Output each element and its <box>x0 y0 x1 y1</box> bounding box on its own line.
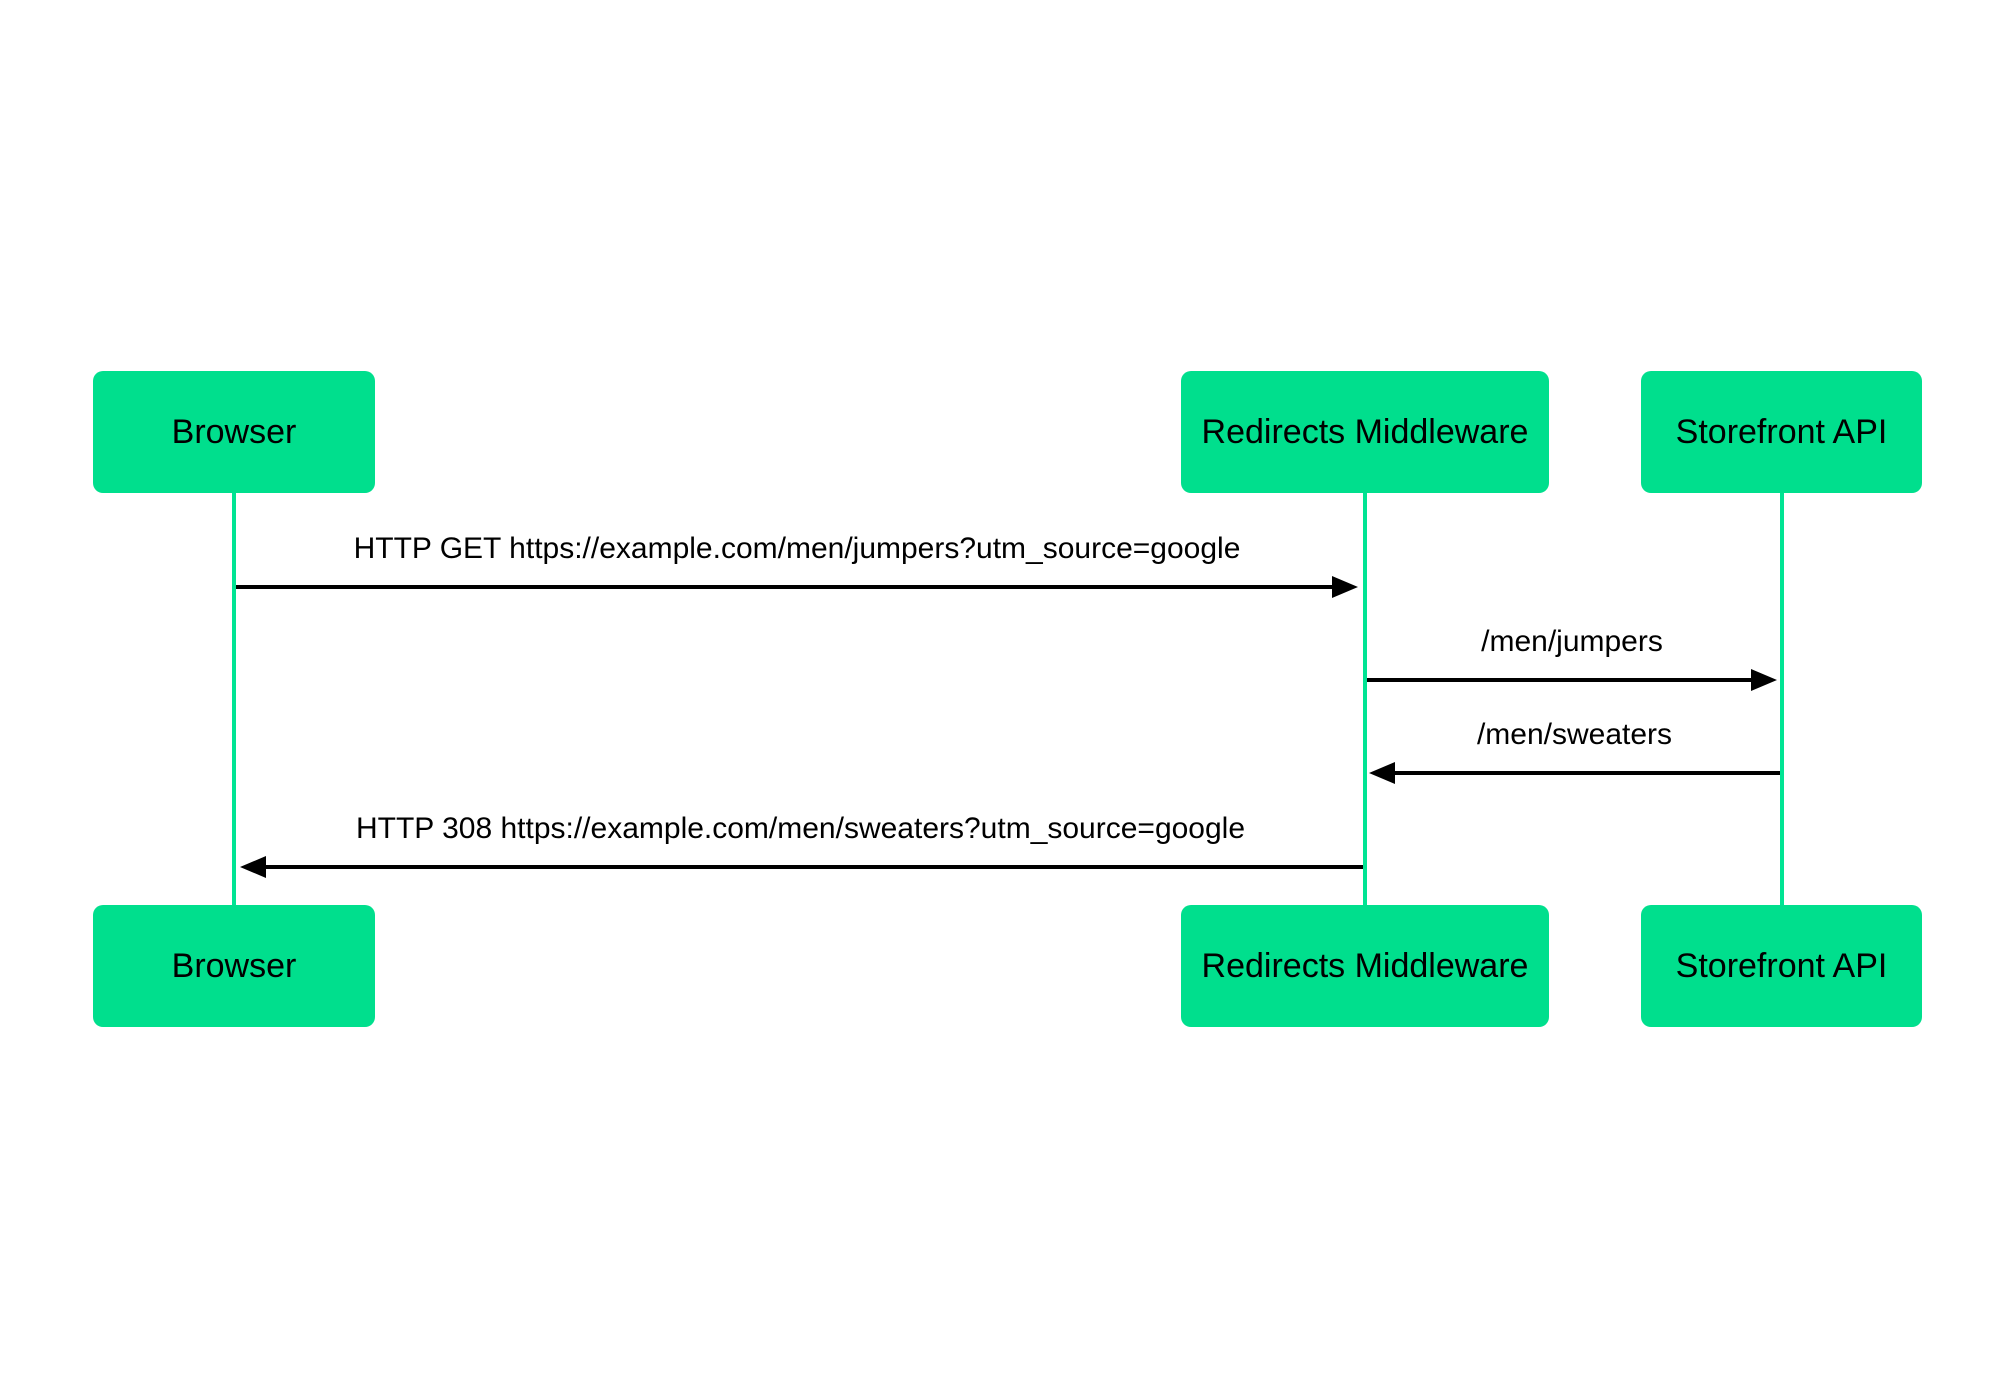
arrowhead-right-icon <box>1332 576 1358 598</box>
lifeline-storefront-api <box>1780 493 1784 905</box>
arrowhead-right-icon <box>1751 669 1777 691</box>
actor-label-browser: Browser <box>171 946 297 985</box>
arrowhead-left-icon <box>240 856 266 878</box>
actor-label-redirects-middleware: Redirects Middleware <box>1201 412 1529 451</box>
message-arrow-men-jumpers <box>1367 669 1777 691</box>
arrow-shaft <box>254 865 1363 869</box>
message-arrow-men-sweaters <box>1369 762 1780 784</box>
actor-label-redirects-middleware: Redirects Middleware <box>1201 946 1529 985</box>
message-arrow-http-get <box>236 576 1358 598</box>
actor-box-storefront-api-top: Storefront API <box>1641 371 1922 493</box>
actor-label-browser: Browser <box>171 412 297 451</box>
actor-label-storefront-api: Storefront API <box>1675 946 1888 985</box>
actor-box-redirects-middleware-bottom: Redirects Middleware <box>1181 905 1549 1027</box>
arrow-shaft <box>1383 771 1780 775</box>
arrow-shaft <box>236 585 1344 589</box>
message-label-http-get: HTTP GET https://example.com/men/jumpers… <box>353 532 1241 565</box>
actor-box-redirects-middleware-top: Redirects Middleware <box>1181 371 1549 493</box>
actor-box-browser-bottom: Browser <box>93 905 375 1027</box>
lifeline-redirects-middleware <box>1363 493 1367 905</box>
arrow-shaft <box>1367 678 1763 682</box>
actor-box-browser-top: Browser <box>93 371 375 493</box>
arrowhead-left-icon <box>1369 762 1395 784</box>
actor-label-storefront-api: Storefront API <box>1675 412 1888 451</box>
message-label-http-308: HTTP 308 https://example.com/men/sweater… <box>355 812 1246 845</box>
lifeline-browser <box>232 493 236 905</box>
message-label-men-jumpers: /men/jumpers <box>1481 625 1663 658</box>
actor-box-storefront-api-bottom: Storefront API <box>1641 905 1922 1027</box>
message-arrow-http-308 <box>240 856 1363 878</box>
message-label-men-sweaters: /men/sweaters <box>1476 718 1673 751</box>
